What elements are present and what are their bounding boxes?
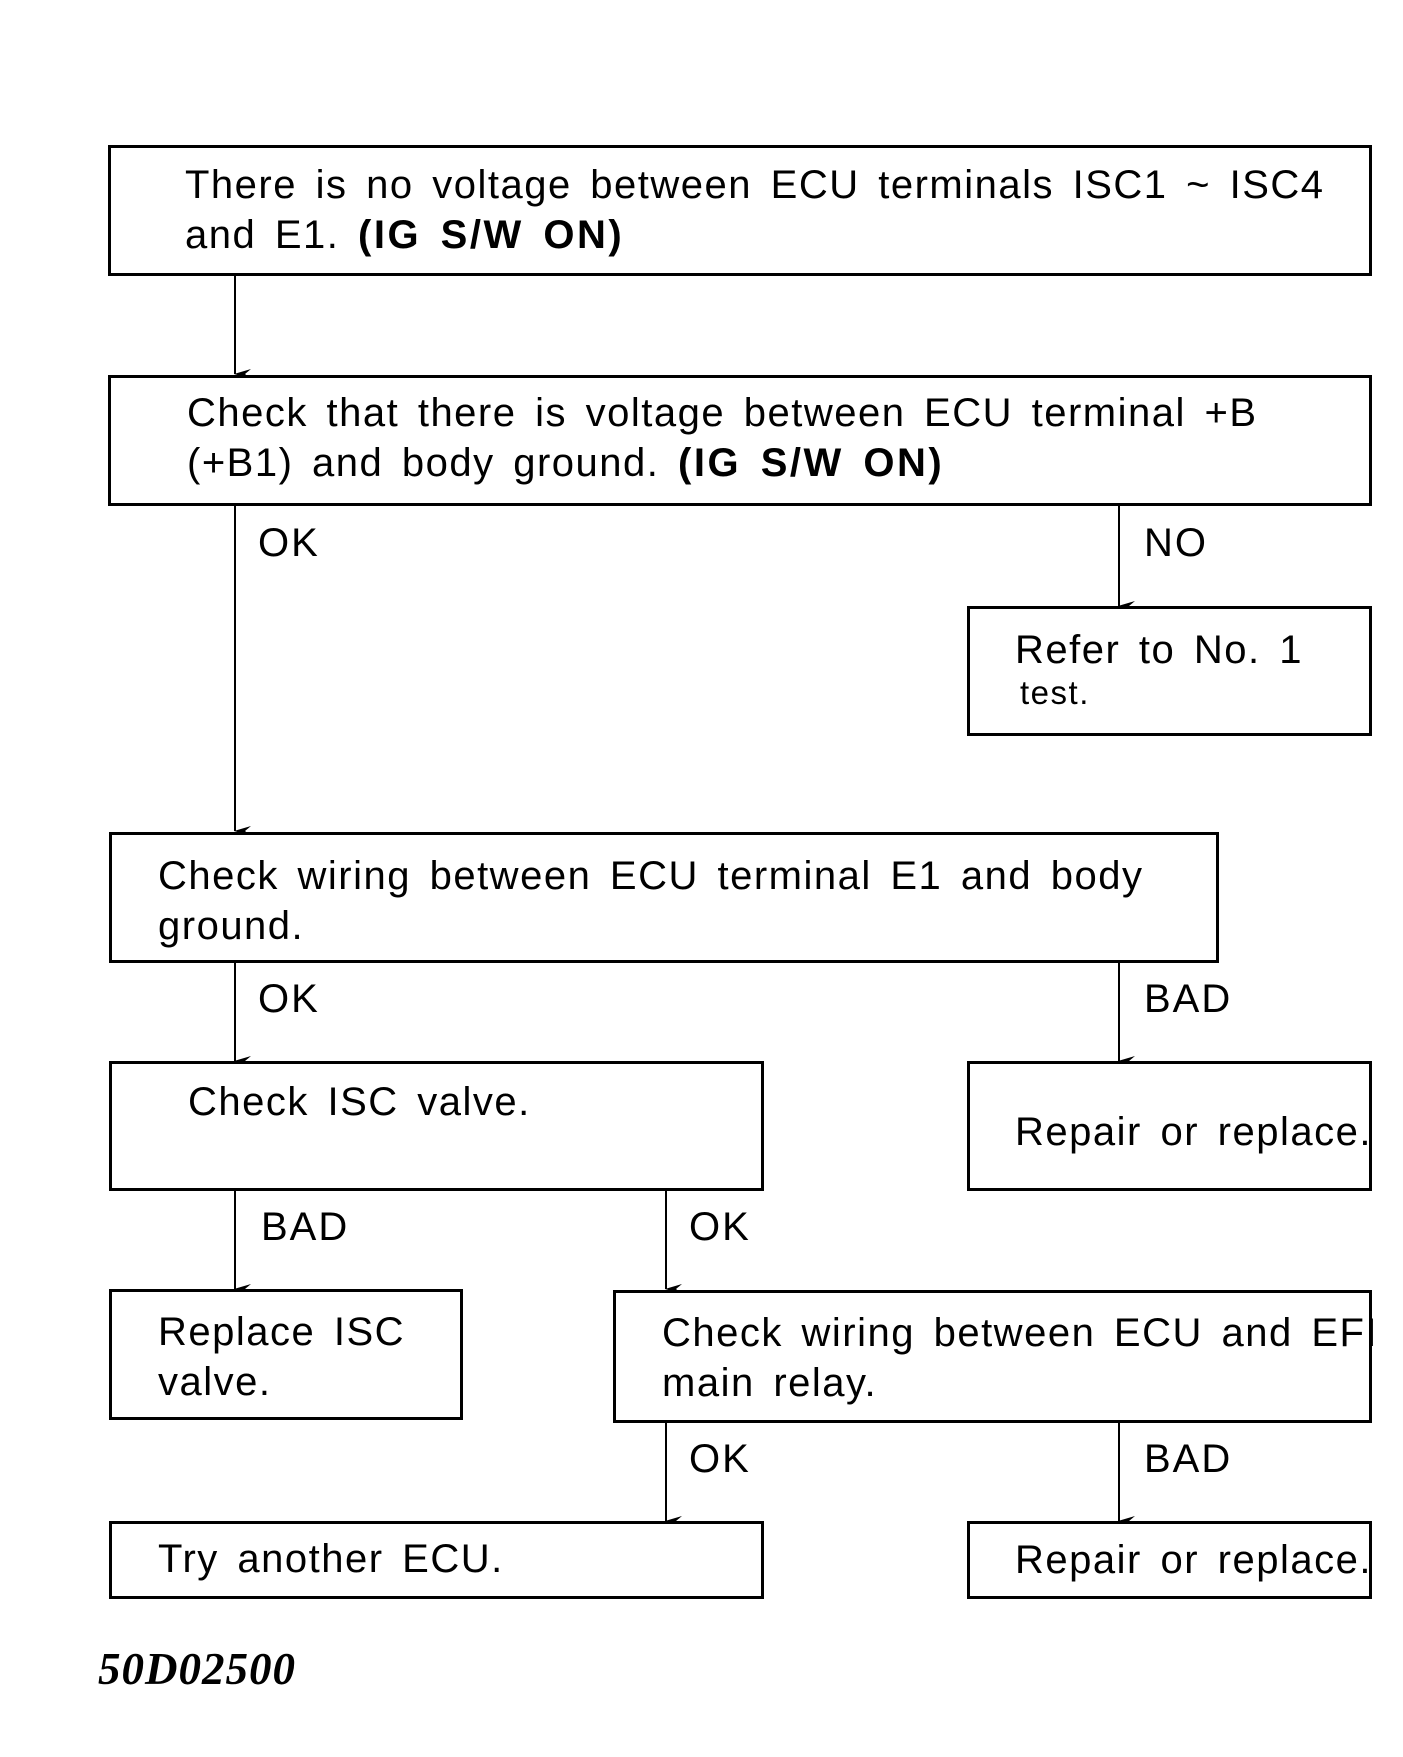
start-box: There is no voltage between ECU terminal… xyxy=(108,145,1372,276)
check-b-voltage-line1: Check that there is voltage between ECU … xyxy=(187,391,1258,435)
check-b-voltage-condition: (IG S/W ON) xyxy=(678,441,945,485)
check-isc-valve-line1: Check ISC valve. xyxy=(188,1080,531,1124)
try-ecu-line1: Try another ECU. xyxy=(158,1537,504,1581)
label-bad-3: BAD xyxy=(1144,1437,1233,1481)
check-efi-wiring-line1: Check wiring between ECU and EFI xyxy=(662,1311,1379,1355)
check-efi-wiring-box: Check wiring between ECU and EFI main re… xyxy=(613,1290,1377,1423)
start-condition: (IG S/W ON) xyxy=(358,213,625,257)
repair-replace-2-line1: Repair or replace. xyxy=(1015,1538,1372,1582)
label-no-1: NO xyxy=(1144,521,1208,565)
figure-code: 50D02500 xyxy=(98,1644,296,1694)
check-efi-wiring-line2: main relay. xyxy=(662,1361,878,1405)
label-bad-2: BAD xyxy=(261,1205,350,1249)
label-ok-2: OK xyxy=(258,977,320,1021)
check-e1-wiring-line1: Check wiring between ECU terminal E1 and… xyxy=(158,854,1144,898)
check-b-voltage-box: Check that there is voltage between ECU … xyxy=(108,375,1372,506)
check-isc-valve-box: Check ISC valve. xyxy=(109,1061,764,1191)
start-line2: and E1. xyxy=(185,213,340,257)
repair-replace-box-1: Repair or replace. xyxy=(967,1061,1372,1191)
refer-test-box: Refer to No. 1 test. xyxy=(967,606,1372,736)
check-e1-wiring-line2: ground. xyxy=(158,904,305,948)
refer-test-line2: test. xyxy=(1020,674,1090,711)
label-ok-4: OK xyxy=(689,1437,751,1481)
label-ok-1: OK xyxy=(258,521,320,565)
repair-replace-1-line1: Repair or replace. xyxy=(1015,1110,1372,1154)
check-b-voltage-line2: (+B1) and body ground. xyxy=(187,441,660,485)
try-ecu-box: Try another ECU. xyxy=(109,1521,764,1599)
start-line1: There is no voltage between ECU terminal… xyxy=(185,163,1325,207)
refer-test-line1: Refer to No. 1 xyxy=(1015,628,1304,672)
replace-isc-valve-box: Replace ISC valve. xyxy=(109,1289,463,1420)
replace-isc-line2: valve. xyxy=(158,1360,272,1404)
label-ok-3: OK xyxy=(689,1205,751,1249)
label-bad-1: BAD xyxy=(1144,977,1233,1021)
replace-isc-line1: Replace ISC xyxy=(158,1310,406,1354)
repair-replace-box-2: Repair or replace. xyxy=(967,1521,1372,1599)
check-e1-wiring-box: Check wiring between ECU terminal E1 and… xyxy=(109,832,1219,963)
